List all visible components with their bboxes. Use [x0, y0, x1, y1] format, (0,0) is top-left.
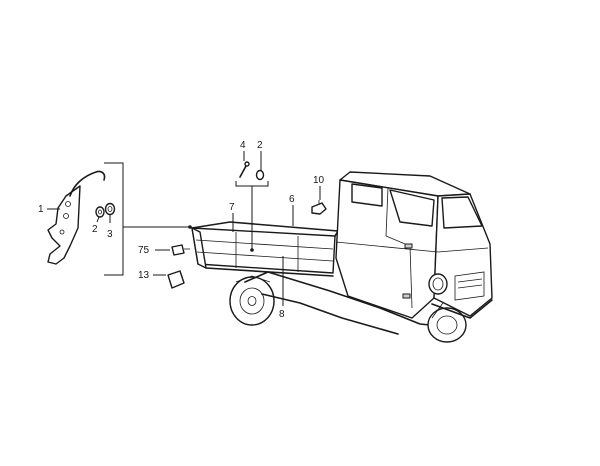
three-wheeler-truck [191, 171, 493, 343]
callout-4: 4 [240, 140, 246, 151]
callout-3: 3 [107, 229, 113, 240]
cargo-bed [191, 221, 339, 277]
callout-labels: 1 2 3 4 2 10 7 6 75 13 8 [38, 140, 325, 320]
pin-part [239, 161, 250, 178]
front-wheel [427, 295, 467, 343]
leader-lines [47, 151, 321, 306]
group-bracket [104, 162, 124, 276]
callout-75: 75 [138, 245, 150, 256]
cab [335, 171, 493, 319]
rubber-pad-part [167, 270, 185, 289]
clip-part [311, 200, 327, 215]
leader-dot [188, 225, 192, 229]
callout-7: 7 [229, 202, 235, 213]
chassis-frame [235, 271, 441, 335]
bracket-assembly [47, 170, 106, 265]
nut-part [104, 202, 116, 216]
callout-2-pin-washer: 2 [257, 140, 263, 151]
callout-2-washer: 2 [92, 224, 98, 235]
callout-6: 6 [289, 194, 295, 205]
plug-part [171, 244, 190, 256]
rear-wheel [229, 276, 275, 326]
callout-13: 13 [138, 270, 150, 281]
callout-10: 10 [313, 175, 325, 186]
callout-1: 1 [38, 204, 44, 215]
callout-8: 8 [279, 309, 285, 320]
small-washer-part [255, 169, 265, 181]
washer-part [95, 206, 105, 218]
